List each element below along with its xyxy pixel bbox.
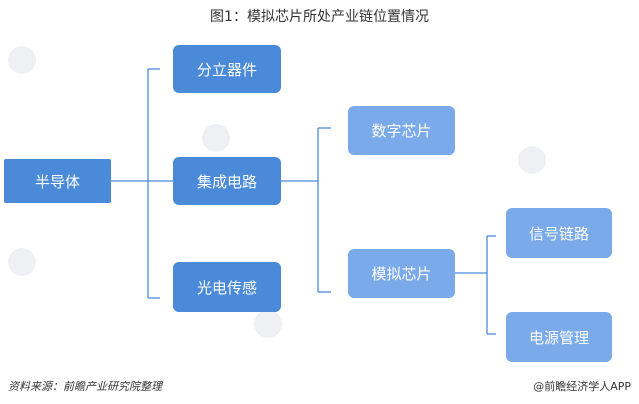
node-analog-chip: 模拟芯片 (348, 249, 455, 298)
node-digital-chip: 数字芯片 (348, 106, 455, 155)
node-integrated-circuit: 集成电路 (173, 157, 281, 205)
node-optoelectronic-sensor: 光电传感 (173, 262, 281, 312)
credit-note: @前瞻经济学人APP (533, 380, 631, 393)
diagram-title: 图1：模拟芯片所处产业链位置情况 (210, 9, 429, 25)
source-note: 资料来源：前瞻产业研究院整理 (8, 380, 162, 393)
node-power-management: 电源管理 (506, 312, 612, 362)
node-semiconductor: 半导体 (4, 159, 111, 203)
node-signal-chain: 信号链路 (506, 208, 612, 258)
node-discrete-devices: 分立器件 (173, 45, 281, 93)
